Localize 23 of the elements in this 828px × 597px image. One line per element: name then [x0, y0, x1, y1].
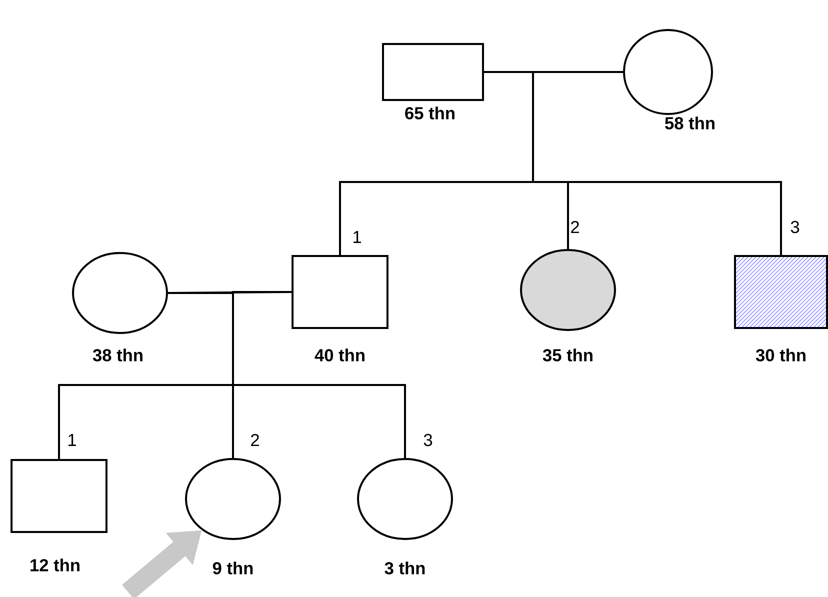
birth-order-number: 1	[354, 231, 361, 243]
age-label: 30 thn	[756, 348, 806, 362]
male-square	[382, 43, 484, 101]
female-circle	[72, 252, 168, 334]
age-label: 40 thn	[314, 348, 364, 362]
age-label: 58 thn	[665, 116, 714, 130]
male-square	[292, 255, 388, 329]
birth-order-number: 3	[790, 220, 800, 234]
age-label: 12 thn	[30, 558, 80, 572]
age-label: 9 thn	[212, 562, 253, 574]
female-circle	[185, 458, 281, 540]
birth-order-number: 2	[571, 220, 579, 234]
age-label: 3 thn	[384, 562, 425, 574]
descent-line	[232, 291, 406, 458]
male-square	[10, 459, 108, 533]
female-circle	[623, 29, 713, 115]
female-circle	[357, 458, 453, 540]
male-square	[734, 255, 828, 329]
female-circle	[520, 249, 616, 331]
birth-order-number: 1	[68, 434, 76, 446]
age-label: 65 thn	[405, 106, 454, 120]
age-label: 35 thn	[542, 348, 592, 362]
age-label: 38 thn	[92, 348, 142, 362]
